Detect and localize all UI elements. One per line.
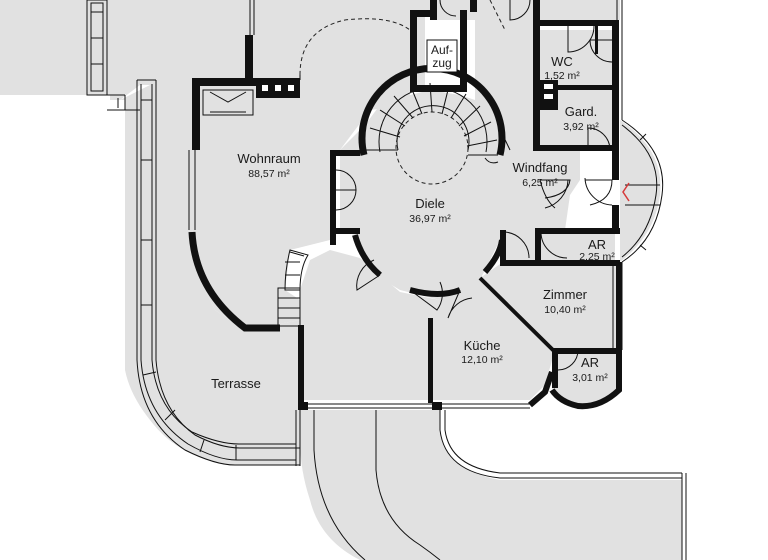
lift-label-line1: Auf- <box>431 43 453 57</box>
zimmer-area: 10,40 m² <box>544 304 586 316</box>
gard-name: Gard. <box>565 104 598 119</box>
lower-terrace-edge <box>313 410 366 560</box>
ar2-name: AR <box>581 355 599 370</box>
gard-area: 3,92 m² <box>563 121 599 133</box>
ar1-name: AR <box>588 237 606 252</box>
ar1-floor <box>540 230 615 262</box>
windfang-bay-floor <box>620 120 661 262</box>
terrasse-floor <box>120 85 300 465</box>
terrasse-name: Terrasse <box>211 376 261 391</box>
lift-cabin <box>426 39 458 73</box>
upper-railing <box>86 0 108 96</box>
diele-area: 36,97 m² <box>409 213 451 225</box>
upper-railing-inner <box>90 2 104 92</box>
kueche-area: 12,10 m² <box>461 354 503 366</box>
doors <box>299 0 630 371</box>
terrace-balustrade-inner <box>155 80 300 449</box>
wohnraum-name: Wohnraum <box>237 151 300 166</box>
windfang-bay <box>621 119 664 263</box>
dashed-arc <box>299 18 411 76</box>
kueche-floor <box>300 250 555 400</box>
windfang-area: 6,25 m² <box>522 177 558 189</box>
wc-area: 1,52 m² <box>544 70 580 82</box>
lower-terrace-floor <box>300 410 682 560</box>
kueche-name: Küche <box>464 338 501 353</box>
wc-name: WC <box>551 54 573 69</box>
small-stair <box>277 287 301 327</box>
wohnraum-floor <box>110 0 430 330</box>
zimmer-name: Zimmer <box>543 287 588 302</box>
ar2-floor <box>552 350 620 406</box>
zimmer-floor <box>480 262 620 350</box>
wohnraum-area: 88,57 m² <box>248 168 290 180</box>
entrance-arrow-icon <box>622 182 630 202</box>
wc-floor <box>540 30 615 85</box>
diele-name: Diele <box>415 196 445 211</box>
windfang-name: Windfang <box>513 160 568 175</box>
ar2-area: 3,01 m² <box>572 372 608 384</box>
walls <box>188 0 622 410</box>
floor-fills <box>0 0 682 560</box>
room-labels: Wohnraum 88,57 m² Diele 36,97 m² Windfan… <box>211 43 615 391</box>
ar1-area: 2,25 m² <box>579 251 615 263</box>
lift-label-line2: zug <box>432 56 451 70</box>
terrace-balustrade-outer <box>136 80 300 466</box>
diele-floor <box>340 0 580 300</box>
upper-terrace-floor <box>0 0 110 95</box>
